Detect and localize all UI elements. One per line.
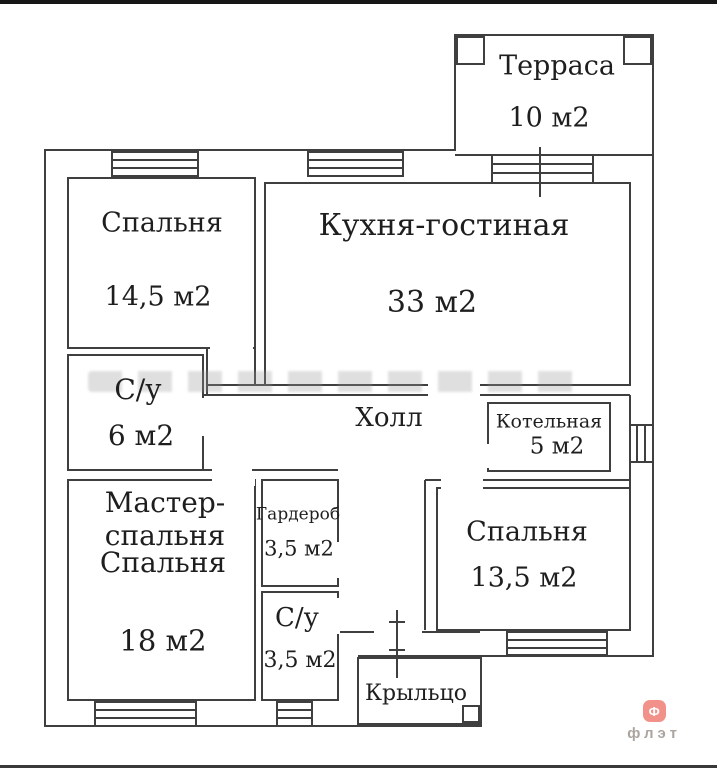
window-terrace-door	[491, 147, 594, 197]
agency-logo-icon: Ф	[642, 700, 666, 722]
label-boiler-area: 5 м2	[529, 433, 585, 460]
window-bottom-bedroom-right	[506, 631, 608, 656]
label-bedroom-top-area: 14,5 м2	[104, 281, 212, 313]
agency-watermark: Ф флэт	[627, 700, 681, 742]
label-master-name-2: спальня	[104, 519, 226, 552]
inner-walls	[203, 154, 653, 657]
label-hall-name: Холл	[355, 403, 423, 433]
label-master-area: 18 м2	[119, 623, 207, 658]
window-right-boiler	[629, 424, 654, 463]
label-master-name-3: Спальня	[99, 546, 227, 579]
room-master-bedroom	[67, 479, 256, 701]
window-top-bedroom	[111, 151, 199, 177]
label-bathroom-2-name: С/у	[275, 603, 319, 633]
label-porch-name: Крыльцо	[365, 681, 467, 706]
window-bottom-bathroom-2	[276, 701, 313, 727]
label-boiler-name: Котельная	[495, 410, 603, 433]
door-openings	[196, 342, 494, 634]
window-bottom-master	[94, 701, 197, 727]
label-kitchen-name: Кухня-гостиная	[318, 208, 570, 243]
room-bathroom-2	[261, 591, 339, 701]
label-terrace-name: Терраса	[499, 50, 615, 82]
label-bedroom-right-name: Спальня	[466, 516, 588, 548]
label-master-name-1: Мастер-	[104, 486, 226, 519]
room-bedroom-top	[67, 177, 256, 349]
room-wardrobe	[261, 479, 339, 587]
room-boiler	[487, 402, 611, 472]
entrance-door	[389, 610, 405, 678]
porch-column	[462, 705, 480, 723]
scan-edge-bottom	[0, 765, 717, 768]
label-bedroom-top-name: Спальня	[101, 207, 223, 239]
terrace-column-right	[623, 36, 652, 65]
label-bathroom-2-area: 3,5 м2	[263, 648, 337, 673]
window-top-kitchen	[307, 151, 404, 177]
label-wardrobe-area: 3,5 м2	[264, 536, 334, 561]
label-bedroom-right-area: 13,5 м2	[470, 562, 578, 594]
label-wardrobe-name: Гардероб	[255, 504, 341, 525]
room-porch	[357, 657, 482, 725]
agency-logo-text: флэт	[627, 725, 681, 742]
walls	[44, 34, 654, 727]
label-terrace-area: 10 м2	[508, 102, 590, 134]
windows	[94, 147, 654, 727]
label-bathroom-1-name: С/у	[114, 373, 162, 406]
label-bathroom-1-area: 6 м2	[107, 419, 175, 452]
label-kitchen-area: 33 м2	[386, 285, 478, 320]
room-bedroom-right	[436, 487, 631, 631]
scan-edge-top	[0, 0, 717, 4]
terrace-column-left	[456, 36, 485, 65]
